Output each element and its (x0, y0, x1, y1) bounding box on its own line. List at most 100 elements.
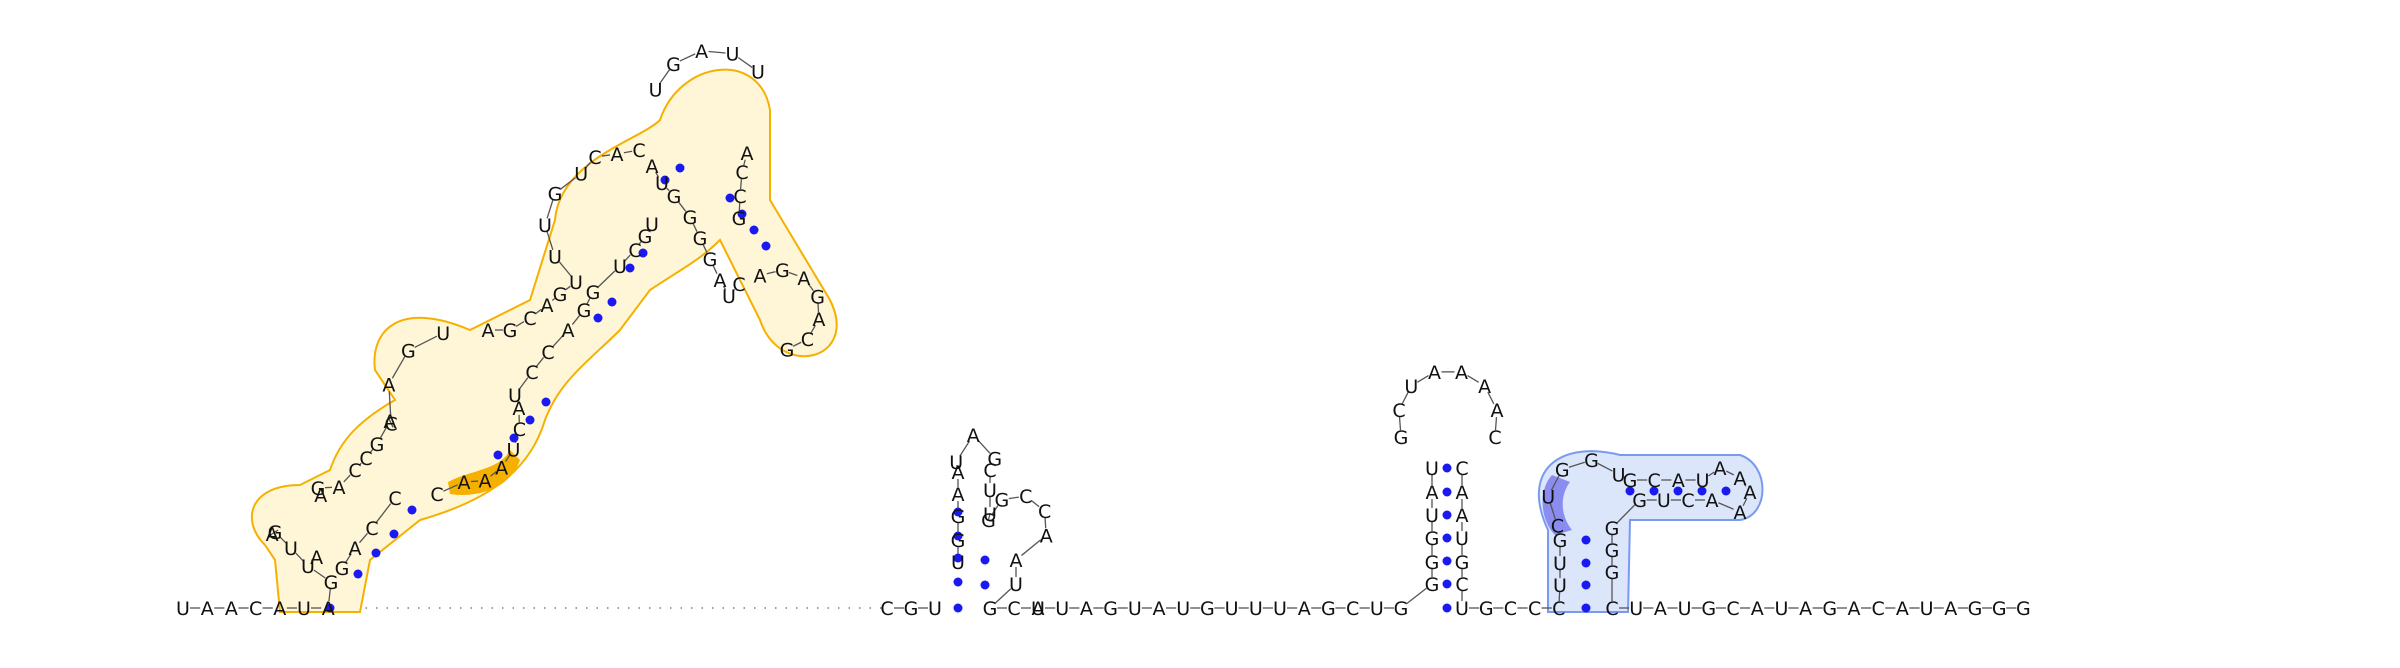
nucleotide: C (735, 162, 748, 184)
nucleotide: G (503, 320, 518, 342)
nucleotide: A (382, 374, 395, 396)
base-pair-dot (1443, 464, 1452, 473)
nucleotide: G (2016, 598, 2031, 620)
nucleotide: C (513, 419, 526, 441)
nucleotide: U (1128, 598, 1142, 620)
nucleotide: U (284, 538, 298, 560)
nucleotide: A (458, 472, 471, 494)
nucleotide: U (726, 44, 740, 66)
domain-highlights (252, 70, 1763, 612)
nucleotide: U (1249, 598, 1263, 620)
backbone-link (1021, 540, 1040, 556)
nucleotide: A (1944, 598, 1957, 620)
nucleotide: A (1153, 598, 1166, 620)
nucleotide: G (1200, 598, 1215, 620)
nucleotide: G (1584, 450, 1599, 472)
nucleotide: G (1701, 598, 1716, 620)
backbone-link (1407, 588, 1427, 603)
nucleotide: A (1298, 598, 1311, 620)
nucleotide: A (333, 477, 346, 499)
nucleotide: C (588, 147, 601, 169)
nucleotide: A (1080, 598, 1093, 620)
nucleotide: G (1455, 552, 1470, 574)
nucleotide: U (1541, 487, 1555, 509)
base-pair-dot (762, 242, 771, 251)
nucleotide: G (1968, 598, 1983, 620)
nucleotide: A (611, 144, 624, 166)
nucleotide: A (1734, 502, 1747, 524)
nucleotide: C (628, 240, 641, 262)
nucleotide: U (1678, 598, 1692, 620)
nucleotide: A (1456, 505, 1469, 527)
backbone-link (709, 52, 726, 53)
nucleotide: U (297, 598, 311, 620)
nucleotide: A (1706, 490, 1719, 512)
nucleotide: A (797, 268, 810, 290)
nucleotide: A (1426, 482, 1439, 504)
base-pair-dot (1582, 559, 1591, 568)
nucleotide: A (1654, 598, 1667, 620)
nucleotide: G (577, 300, 592, 322)
nucleotide: G (732, 208, 747, 230)
nucleotide: C (1019, 486, 1032, 508)
nucleotide: A (1428, 362, 1441, 384)
nucleotide: C (1346, 598, 1359, 620)
nucleotide: A (1456, 482, 1469, 504)
base-pair-dot (608, 298, 617, 307)
nucleotide: A (695, 41, 708, 63)
nucleotide: U (951, 552, 965, 574)
nucleotide: G (1394, 598, 1409, 620)
nucleotide: G (1555, 459, 1570, 481)
nucleotide: C (1681, 490, 1694, 512)
nucleotide: G (1479, 598, 1494, 620)
nucleotide: G (981, 510, 996, 532)
nucleotide: C (1392, 400, 1405, 422)
backbone-link (1417, 376, 1428, 383)
nucleotide: U (928, 598, 942, 620)
nucleotide: C (1504, 598, 1517, 620)
nucleotide: U (176, 598, 190, 620)
nucleotide: A (310, 547, 323, 569)
base-pair-dot (390, 530, 399, 539)
nucleotide: U (1455, 598, 1469, 620)
base-pair-dot (676, 164, 685, 173)
nucleotide: C (1455, 458, 1468, 480)
nucleotide: U (1629, 598, 1643, 620)
nucleotide: U (1696, 470, 1710, 492)
nucleotide: C (983, 460, 996, 482)
nucleotide: C (541, 342, 554, 364)
nucleotide: A (1744, 482, 1757, 504)
nucleotide: G (904, 598, 919, 620)
nucleotide: U (1425, 505, 1439, 527)
nucleotide: G (810, 286, 825, 308)
nucleotide: G (311, 478, 326, 500)
nucleotide: A (1032, 598, 1045, 620)
base-pair-dot (1443, 488, 1452, 497)
nucleotide: G (1425, 552, 1440, 574)
nucleotide: G (693, 228, 708, 250)
base-pair-dot (750, 226, 759, 235)
nucleotide: A (562, 320, 575, 342)
nucleotide: A (1478, 376, 1491, 398)
nucleotide: U (751, 61, 765, 83)
nucleotide: C (388, 488, 401, 510)
nucleotide: G (1822, 598, 1837, 620)
nucleotide: A (349, 538, 362, 560)
nucleotide: A (1672, 470, 1685, 492)
nucleotide: U (1176, 598, 1190, 620)
nucleotide: A (1714, 458, 1727, 480)
nucleotide: C (1648, 470, 1661, 492)
nucleotide: G (1425, 574, 1440, 596)
nucleotide: A (1455, 362, 1468, 384)
nucleotide: C (733, 186, 746, 208)
nucleotide: G (548, 183, 563, 205)
nucleotide: U (1055, 598, 1069, 620)
base-pair-dot (1443, 534, 1452, 543)
nucleotide: A (479, 471, 492, 493)
base-pair-dot (594, 314, 603, 323)
nucleotide: U (1657, 490, 1671, 512)
nucleotide: A (646, 156, 659, 178)
nucleotide: U (1920, 598, 1934, 620)
backbone-link (680, 54, 695, 61)
